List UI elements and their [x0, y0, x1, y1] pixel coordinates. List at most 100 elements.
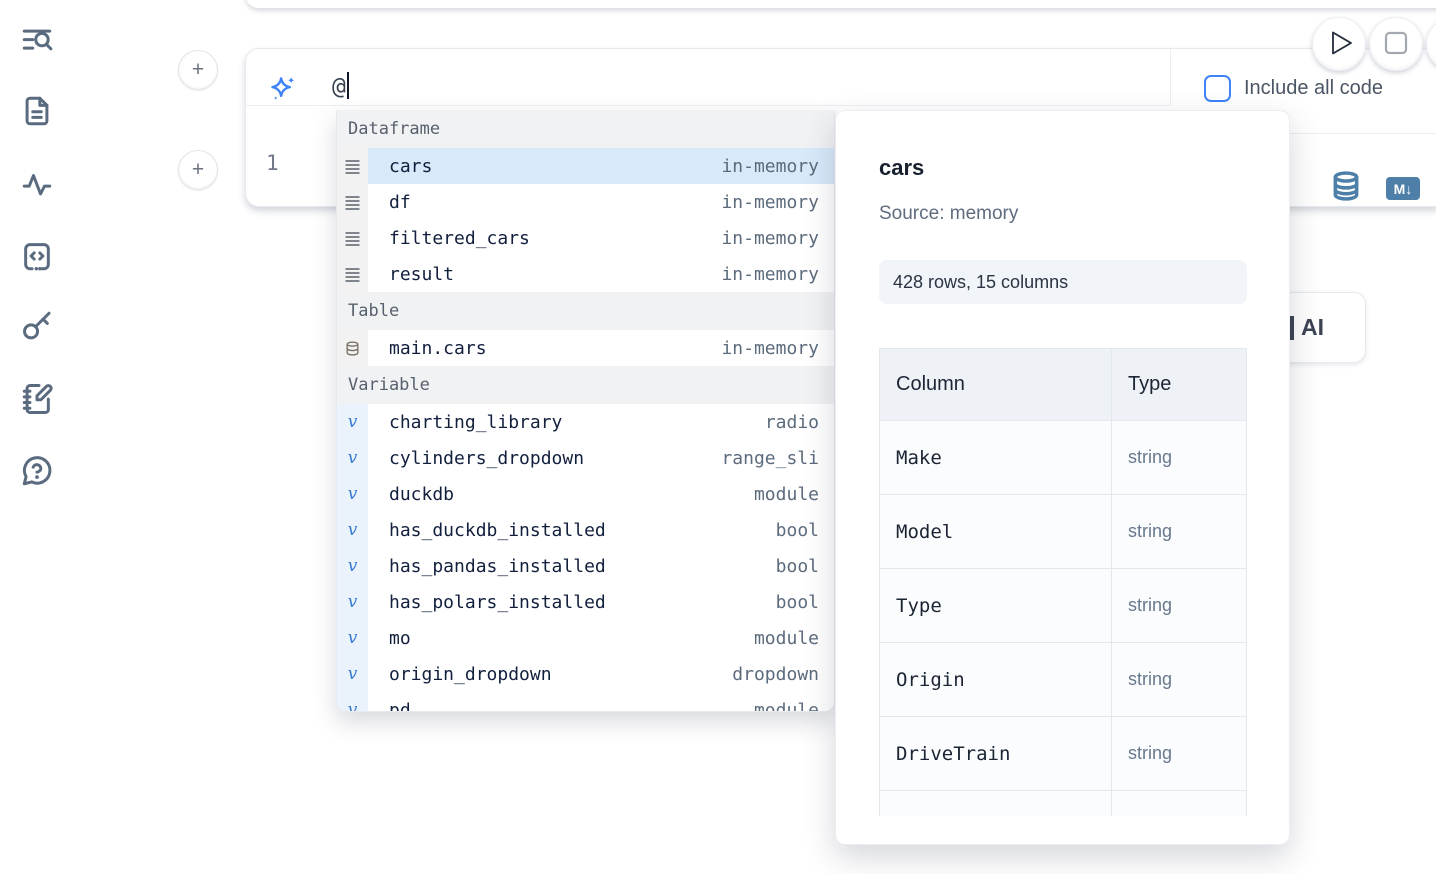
item-name: main.cars: [389, 337, 487, 359]
column-type: string: [1111, 642, 1247, 717]
activity-icon: [20, 167, 54, 204]
schema-header: Column: [879, 348, 1112, 421]
sidebar-item-files[interactable]: [17, 92, 57, 132]
item-type: in-memory: [721, 263, 819, 285]
item-name: has_polars_installed: [389, 591, 606, 613]
dataframe-preview-panel: cars Source: memory 428 rows, 15 columns…: [835, 110, 1290, 845]
column-type: string: [1111, 716, 1247, 791]
autocomplete-item[interactable]: filtered_cars in-memory: [337, 220, 834, 256]
variable-icon: v: [337, 620, 368, 656]
run-cell-button[interactable]: [1312, 17, 1366, 71]
shape-badge: 428 rows, 15 columns: [879, 260, 1247, 304]
item-name: has_pandas_installed: [389, 555, 606, 577]
sidebar-item-documentation[interactable]: [17, 380, 57, 420]
autocomplete-section-header: Dataframe: [337, 110, 834, 148]
stop-cell-button[interactable]: [1369, 17, 1423, 71]
item-name: result: [389, 263, 455, 285]
item-type: range_sli: [721, 447, 819, 469]
sidebar: [0, 0, 74, 874]
checkbox-zone-divider: [1171, 133, 1436, 134]
item-type: radio: [764, 411, 819, 433]
schema-header: Type: [1111, 348, 1247, 421]
ai-sparkles-icon: [268, 74, 298, 109]
stop-square-icon: [1369, 16, 1423, 73]
column-type: string: [1111, 420, 1247, 495]
dataframe-icon: [337, 256, 368, 292]
item-name: pd: [389, 699, 411, 712]
prompt-checkbox-divider: [1170, 49, 1171, 106]
autocomplete-section-header: Table: [337, 292, 834, 330]
item-type: in-memory: [721, 227, 819, 249]
add-cell-button-bottom[interactable]: +: [178, 150, 218, 190]
text-caret: [346, 72, 349, 99]
column-type: string: [1111, 568, 1247, 643]
item-name: filtered_cars: [389, 227, 530, 249]
database-icon[interactable]: [1330, 168, 1362, 209]
preview-title: cars: [879, 155, 925, 180]
sidebar-item-secrets[interactable]: [17, 307, 57, 347]
key-icon: [20, 309, 54, 346]
dataframe-icon: [337, 184, 368, 220]
add-cell-button-top[interactable]: +: [178, 50, 218, 90]
item-name: duckdb: [389, 483, 455, 505]
sidebar-item-help[interactable]: [17, 452, 57, 492]
column-name: Type: [879, 568, 1112, 643]
variable-icon: v: [337, 512, 368, 548]
autocomplete-item[interactable]: v pd module: [337, 692, 834, 712]
item-type: module: [753, 699, 819, 712]
previous-cell-edge: [245, 0, 1436, 8]
item-name: df: [389, 191, 411, 213]
variable-icon: v: [337, 692, 368, 711]
column-name: Make: [879, 420, 1112, 495]
generate-ai-label: AI: [1301, 314, 1324, 340]
list-search-icon: [20, 24, 54, 61]
variable-icon: v: [337, 440, 368, 476]
column-name: Model: [879, 494, 1112, 569]
column-type: [1111, 790, 1247, 816]
ai-row-divider: [246, 105, 1170, 106]
sidebar-item-toc[interactable]: [17, 22, 57, 62]
file-text-icon: [20, 94, 54, 131]
help-chat-icon: [20, 454, 54, 491]
variable-icon: v: [337, 476, 368, 512]
include-all-code-checkbox[interactable]: [1204, 75, 1231, 102]
sidebar-item-scratchpad[interactable]: [17, 165, 57, 205]
item-type: bool: [775, 519, 819, 541]
variable-icon: v: [337, 548, 368, 584]
autocomplete-item[interactable]: v has_pandas_installed bool: [337, 548, 834, 584]
autocomplete-item[interactable]: result in-memory: [337, 256, 834, 292]
schema-row: [879, 790, 1247, 816]
column-name: DriveTrain: [879, 716, 1112, 791]
clipped-letter-fragment: [1289, 315, 1294, 340]
play-icon: [1312, 16, 1366, 73]
code-snippets-icon: [20, 239, 54, 276]
item-name: mo: [389, 627, 411, 649]
variable-icon: v: [337, 656, 368, 692]
variable-icon: v: [337, 584, 368, 620]
sidebar-item-snippets[interactable]: [17, 237, 57, 277]
item-name: has_duckdb_installed: [389, 519, 606, 541]
autocomplete-item[interactable]: v has_duckdb_installed bool: [337, 512, 834, 548]
dataframe-icon: [337, 148, 368, 184]
item-type: bool: [775, 555, 819, 577]
markdown-icon[interactable]: M↓: [1386, 177, 1420, 200]
item-type: dropdown: [732, 663, 819, 685]
ai-prompt-input[interactable]: @: [332, 72, 349, 100]
